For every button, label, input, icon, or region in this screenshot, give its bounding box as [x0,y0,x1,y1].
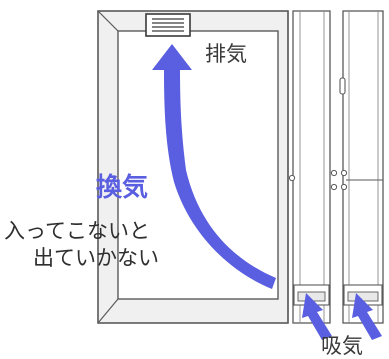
door-knob [288,174,296,182]
intake-arrow-icon [352,293,382,340]
door-knob [330,183,338,191]
wall-bevel-top-left [97,10,119,32]
caption-line-2: 出ていかない [33,246,159,270]
door-knob [340,183,348,191]
intake-arrow-icon [302,293,332,340]
door-right [342,10,384,324]
wall-inner [117,30,279,300]
ventilation-title: 換気 [96,173,149,203]
intake-label: 吸気 [321,334,363,358]
door-handle-top [339,77,346,95]
door-knob [340,169,348,177]
exhaust-fan-icon [145,13,191,37]
airflow-arrow-icon [152,44,276,289]
caption-line-1: 入ってこないと [4,219,150,243]
room-frame [97,10,289,324]
door-knob [330,169,338,177]
wall-bevel-bottom-left [97,298,119,324]
door-left [292,10,331,324]
exhaust-label: 排気 [205,42,247,66]
door-frames [287,10,384,324]
